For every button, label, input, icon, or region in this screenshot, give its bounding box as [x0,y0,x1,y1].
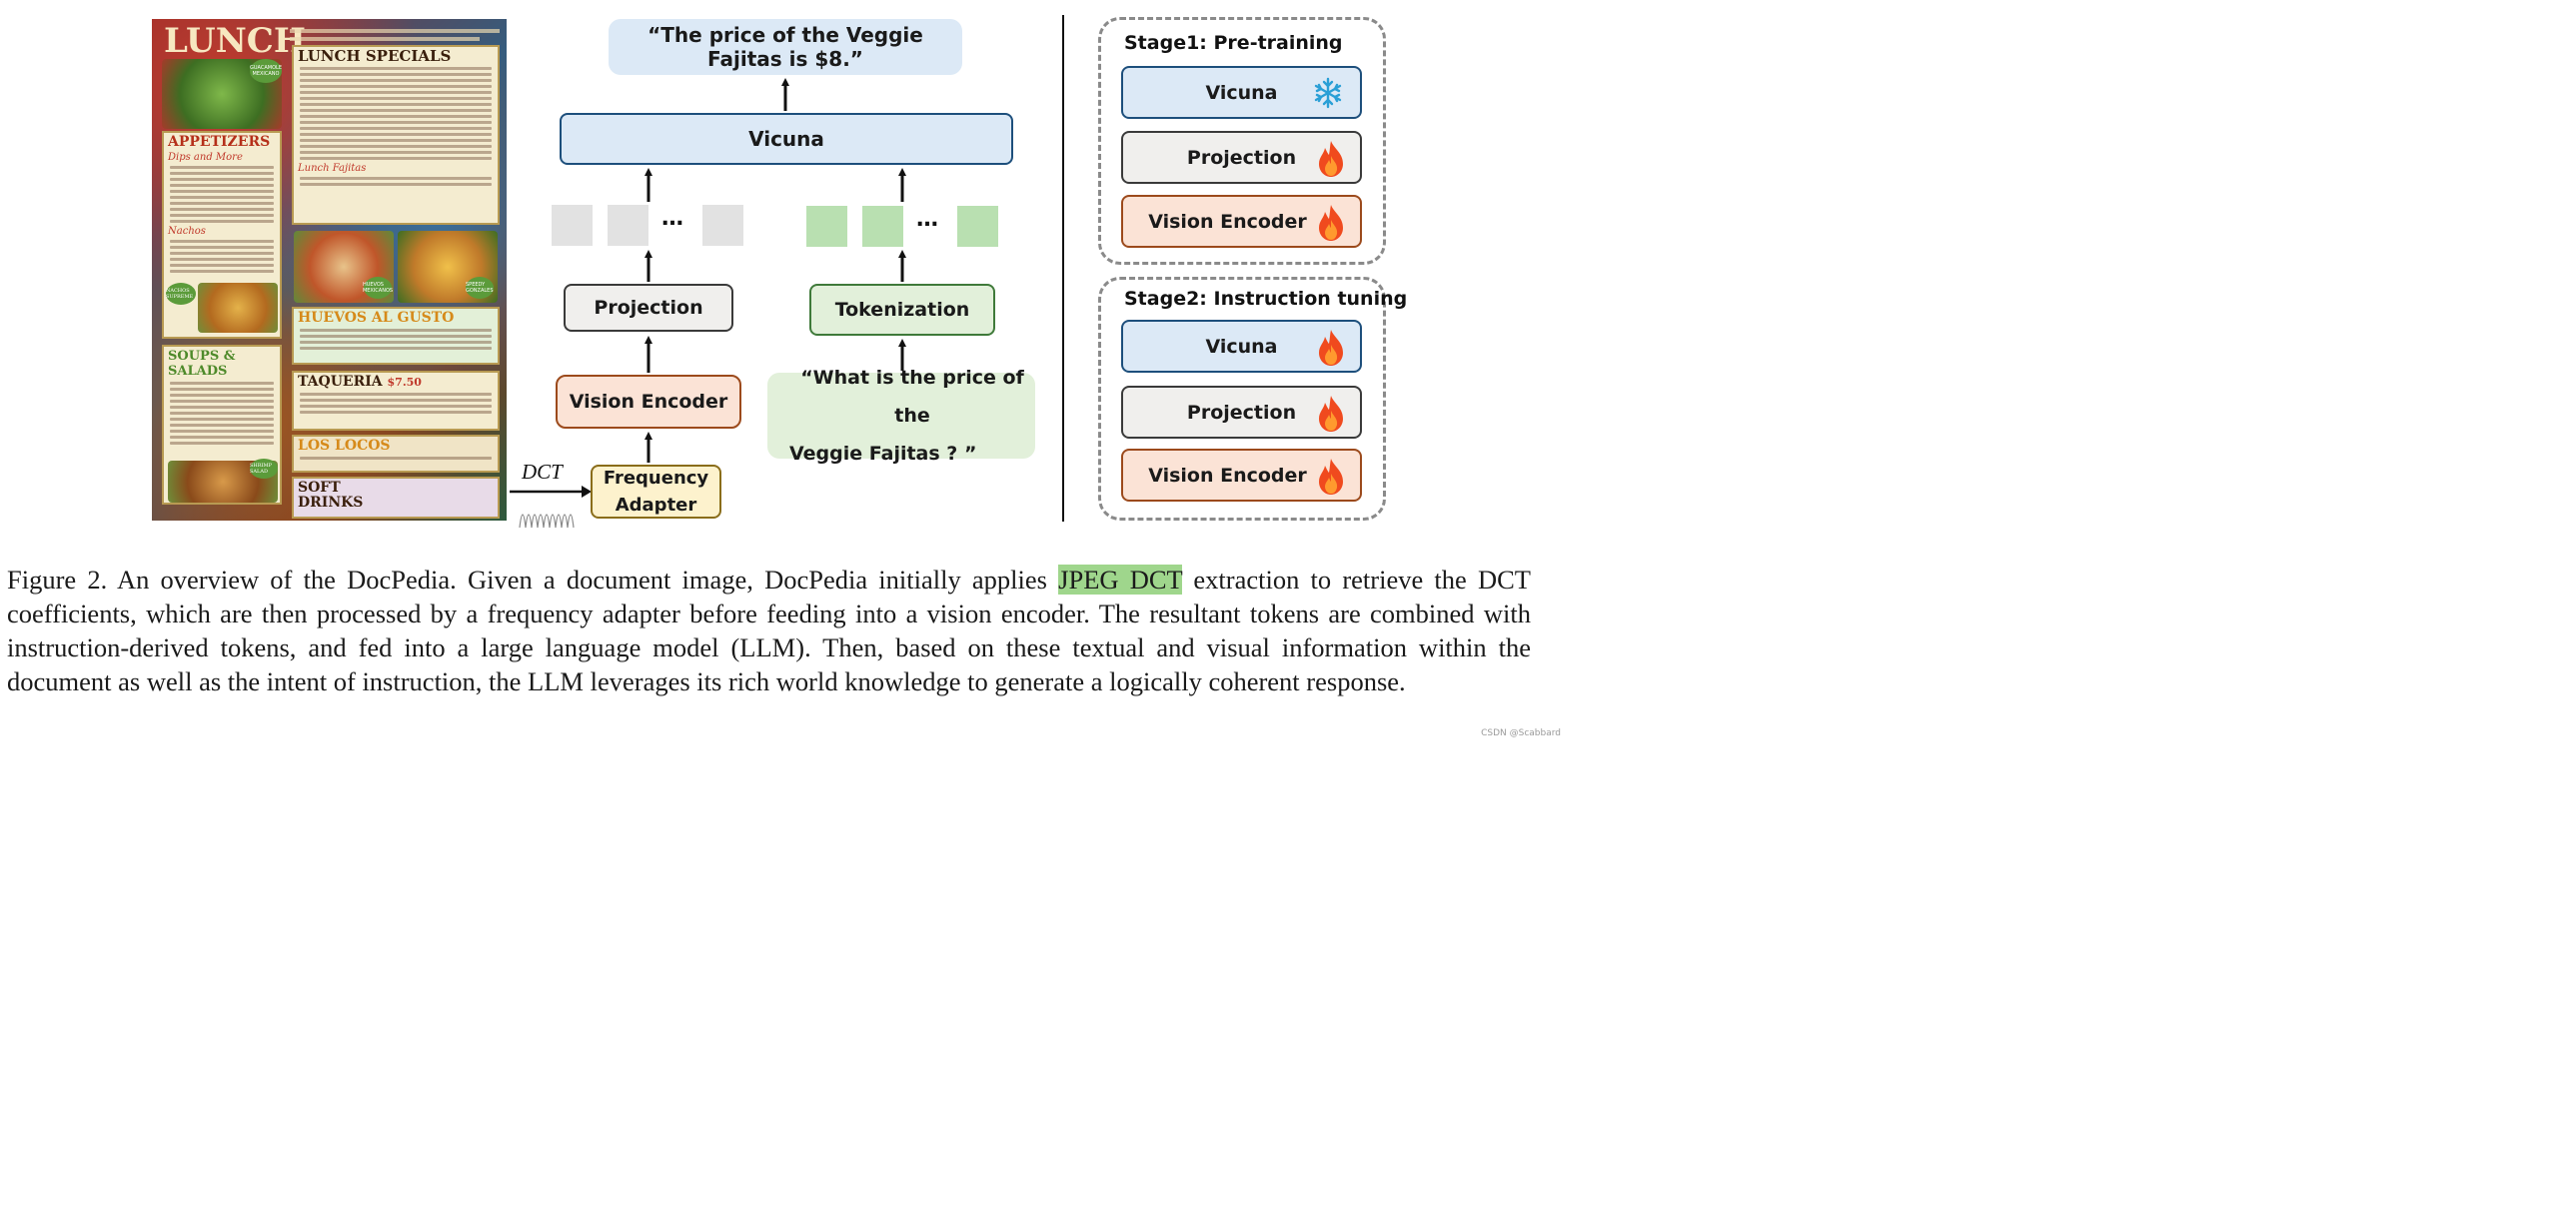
question-line-2: Veggie Fajitas ? ” [789,443,977,465]
menu-specials-panel: LUNCH SPECIALS Lunch Fajitas [292,45,500,225]
menu-soups-heading: SOUPS & SALADS [168,349,236,379]
image-token [552,205,593,246]
menu-speedy-badge: SPEEDY GONZALES [466,277,494,299]
menu-drinks-panel: SOFT DRINKS [292,477,500,519]
stage1-vicuna-label: Vicuna [1205,81,1278,104]
question-line-1: “What is the price of the [800,367,1024,427]
stage2-projection-box: Projection [1121,386,1362,439]
fire-icon [1319,330,1343,366]
menu-shrimp-badge: SHRIMP SALAD [250,459,278,479]
text-token [862,206,903,247]
stage1-projection-label: Projection [1186,146,1297,169]
menu-soups-panel: SOUPS & SALADS SHRIMP SALAD [162,345,282,505]
image-token [702,205,743,246]
stage1-vision-encoder-box: Vision Encoder [1121,195,1362,248]
menu-fajitas-heading: Lunch Fajitas [298,163,367,174]
text-token [806,206,847,247]
snowflake-icon [1314,77,1342,109]
menu-nachos-image [198,283,278,333]
answer-box: “The price of the Veggie Fajitas is $8.” [609,19,962,75]
stage1-projection-box: Projection [1121,131,1362,184]
menu-huevos-heading: HUEVOS AL GUSTO [298,310,455,326]
vision-encoder-box: Vision Encoder [556,375,741,429]
menu-nachos-heading: Nachos [168,226,206,237]
menu-taqueria-panel: TAQUERIA $7.50 [292,371,500,431]
stage2-panel [1098,277,1386,521]
stage2-projection-label: Projection [1186,401,1297,424]
pipeline-arrows [644,15,1064,522]
question-box: “What is the price of the Veggie Fajitas… [767,367,1035,465]
menu-title: LUNCH [164,21,306,61]
menu-dips-heading: Dips and More [168,152,243,163]
menu-document-image: LUNCH GUACAMOLE MEXICANO APPETIZERS Dips… [152,19,507,521]
stage2-vision-encoder-box: Vision Encoder [1121,449,1362,502]
frequency-wave-icon [519,514,575,529]
projection-box: Projection [564,284,733,332]
stage1-panel [1098,17,1386,265]
dct-arrow-graphic [510,486,592,529]
tokenization-box: Tokenization [809,284,995,336]
stage1-vicuna-box: Vicuna [1121,66,1362,119]
caption-highlight: JPEG DCT [1058,565,1183,595]
stage2-vicuna-box: Vicuna [1121,320,1362,373]
stage2-title: Stage2: Instruction tuning [1124,288,1408,310]
menu-serving-text [290,29,500,33]
frequency-adapter-box: Frequency Adapter [591,465,721,519]
stage2-vicuna-label: Vicuna [1205,335,1278,358]
menu-taqueria-heading: TAQUERIA $7.50 [298,374,422,390]
frequency-adapter-line-2: Adapter [615,495,697,516]
image-token [608,205,648,246]
menu-appetizers-panel: APPETIZERS Dips and More Nachos NACHOS S… [162,131,282,339]
menu-appetizers-heading: APPETIZERS [168,134,271,150]
caption-suffix: extraction to retrieve the DCT coefficie… [7,565,1531,696]
stage1-title: Stage1: Pre-training [1124,32,1343,54]
stage1-vision-encoder-label: Vision Encoder [1148,210,1307,233]
menu-specials-heading: LUNCH SPECIALS [298,47,452,65]
fire-icon [1319,141,1343,177]
caption-prefix: Figure 2. An overview of the DocPedia. G… [7,565,1059,595]
menu-huevos-panel: HUEVOS AL GUSTO [292,307,500,365]
fire-icon [1319,205,1343,241]
menu-huevos-badge: HUEVOS MEXICANOS [363,277,393,299]
image-token-ellipsis: … [661,206,683,231]
menu-locos-heading: LOS LOCOS [298,438,391,454]
text-token [957,206,998,247]
dct-label: DCT [522,460,563,484]
vicuna-llm-box: Vicuna [560,113,1013,165]
fire-icon [1319,396,1343,432]
menu-locos-panel: LOS LOCOS [292,435,500,473]
menu-guacamole-badge: GUACAMOLE MEXICANO [250,59,282,83]
dct-arrow-head [582,486,592,498]
watermark: CSDN @Scabbard [1481,728,1561,738]
figure-caption: Figure 2. An overview of the DocPedia. G… [7,563,1531,698]
menu-nachos-badge: NACHOS SUPREME [166,283,196,305]
fire-icon [1319,459,1343,495]
menu-serving-text-2 [290,37,480,41]
menu-drinks-heading: SOFT DRINKS [298,480,364,511]
text-token-ellipsis: … [916,207,938,232]
stage2-vision-encoder-label: Vision Encoder [1148,464,1307,487]
frequency-adapter-line-1: Frequency [603,468,709,489]
